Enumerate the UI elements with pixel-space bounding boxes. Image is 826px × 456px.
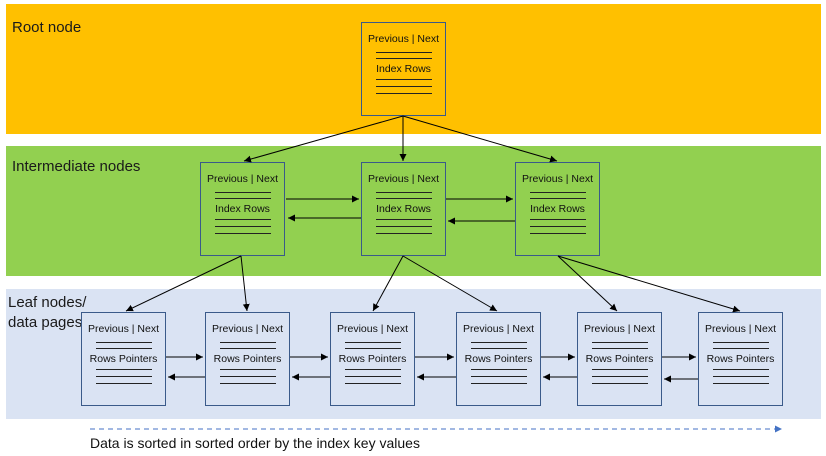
row-line — [592, 369, 648, 370]
intermediate-band-label: Intermediate nodes — [12, 158, 141, 175]
row-line — [220, 348, 276, 349]
node-rows-label: Index Rows — [215, 203, 270, 215]
row-line — [376, 86, 432, 87]
leaf-band-label: Leaf nodes/ data pages — [8, 294, 87, 331]
row-line — [713, 376, 769, 377]
row-line — [220, 383, 276, 384]
row-line — [530, 219, 586, 220]
node-rows-label: Index Rows — [530, 203, 585, 215]
row-line — [471, 369, 527, 370]
leaf-node-2: Previous | Next Rows Pointers — [205, 312, 290, 406]
node-header: Previous | Next — [211, 323, 283, 335]
row-line — [376, 233, 432, 234]
row-line — [376, 93, 432, 94]
sort-caption: Data is sorted in sorted order by the in… — [90, 435, 420, 451]
int1-to-leaf1-arrow — [125, 255, 242, 312]
leaf-node-3: Previous | Next Rows Pointers — [330, 312, 415, 406]
row-line — [345, 376, 401, 377]
row-line — [592, 348, 648, 349]
row-line — [713, 383, 769, 384]
intermediate-node-1: Previous | Next Index Rows — [200, 162, 285, 256]
leaf-node-4: Previous | Next Rows Pointers — [456, 312, 541, 406]
node-header: Previous | Next — [583, 323, 655, 335]
intermediate-node-3: Previous | Next Index Rows — [515, 162, 600, 256]
row-line — [376, 52, 432, 53]
node-rows-label: Rows Pointers — [585, 353, 654, 365]
row-line — [376, 219, 432, 220]
leaf-node-5: Previous | Next Rows Pointers — [577, 312, 662, 406]
row-line — [713, 348, 769, 349]
node-header: Previous | Next — [521, 173, 593, 185]
row-line — [713, 369, 769, 370]
row-line — [471, 348, 527, 349]
node-rows-label: Index Rows — [376, 63, 431, 75]
row-line — [345, 369, 401, 370]
leaf-node-1: Previous | Next Rows Pointers — [81, 312, 166, 406]
row-line — [376, 58, 432, 59]
row-line — [530, 198, 586, 199]
row-line — [220, 376, 276, 377]
node-rows-label: Rows Pointers — [464, 353, 533, 365]
row-line — [376, 198, 432, 199]
int2-to-leaf3-arrow — [372, 255, 404, 312]
row-line — [713, 342, 769, 343]
root-to-int1-arrow — [243, 115, 404, 163]
node-rows-label: Index Rows — [376, 203, 431, 215]
intermediate-node-2: Previous | Next Index Rows — [361, 162, 446, 256]
root-node: Previous | Next Index Rows — [361, 22, 446, 116]
node-header: Previous | Next — [87, 323, 159, 335]
int1-to-leaf2-arrow — [240, 255, 250, 312]
node-header: Previous | Next — [367, 33, 439, 45]
row-line — [471, 383, 527, 384]
node-rows-label: Rows Pointers — [89, 353, 158, 365]
node-header: Previous | Next — [462, 323, 534, 335]
row-line — [215, 198, 271, 199]
node-header: Previous | Next — [206, 173, 278, 185]
row-line — [376, 192, 432, 193]
row-line — [220, 369, 276, 370]
row-line — [215, 233, 271, 234]
row-line — [215, 219, 271, 220]
row-line — [376, 226, 432, 227]
int3-to-leaf6-arrow — [557, 255, 741, 313]
int2-to-leaf4-arrow — [402, 255, 498, 312]
root-band-label: Root node — [12, 19, 82, 36]
node-header: Previous | Next — [336, 323, 408, 335]
row-line — [96, 376, 152, 377]
node-rows-label: Rows Pointers — [338, 353, 407, 365]
int3-to-leaf5-arrow — [557, 255, 618, 312]
row-line — [592, 376, 648, 377]
row-line — [376, 79, 432, 80]
root-band — [6, 4, 821, 134]
row-line — [215, 192, 271, 193]
row-line — [220, 342, 276, 343]
row-line — [530, 192, 586, 193]
row-line — [96, 348, 152, 349]
row-line — [345, 342, 401, 343]
row-line — [96, 383, 152, 384]
row-line — [215, 226, 271, 227]
row-line — [530, 226, 586, 227]
leaf-node-6: Previous | Next Rows Pointers — [698, 312, 783, 406]
row-line — [530, 233, 586, 234]
intermediate-band — [6, 146, 821, 276]
row-line — [471, 376, 527, 377]
node-header: Previous | Next — [704, 323, 776, 335]
row-line — [345, 348, 401, 349]
root-to-int3-arrow — [402, 115, 558, 163]
node-header: Previous | Next — [367, 173, 439, 185]
row-line — [345, 383, 401, 384]
row-line — [96, 342, 152, 343]
node-rows-label: Rows Pointers — [213, 353, 282, 365]
row-line — [592, 383, 648, 384]
row-line — [96, 369, 152, 370]
row-line — [471, 342, 527, 343]
node-rows-label: Rows Pointers — [706, 353, 775, 365]
leaf-band — [6, 289, 821, 419]
row-line — [592, 342, 648, 343]
